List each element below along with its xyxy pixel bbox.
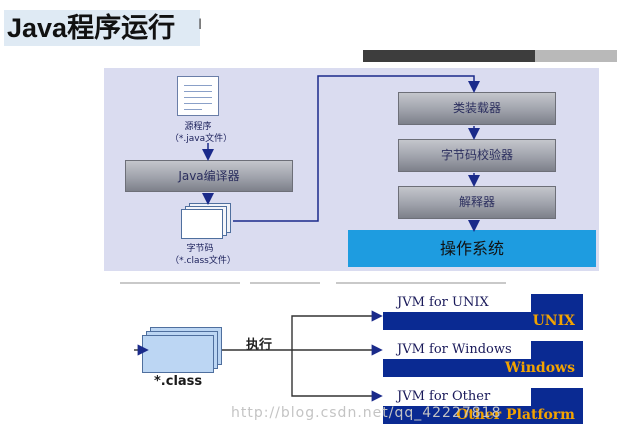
blurred-text-line (120, 282, 240, 284)
jvm-other-box: JVM for Other Other Platform (383, 388, 583, 424)
text-cursor-icon: I (198, 17, 203, 33)
source-file-label: 源程序 (184, 122, 212, 132)
blurred-text-line (336, 282, 506, 284)
bytecode-verifier-box: 字节码校验器 (398, 139, 556, 172)
branch-to-unix-arrow (291, 310, 383, 350)
platform-other-label: Other Platform (456, 407, 575, 423)
progress-bar-light (535, 50, 617, 62)
platform-unix-label: UNIX (532, 313, 575, 329)
progress-bar-dark (363, 50, 535, 62)
source-document-icon (177, 76, 219, 116)
jvm-unix-label: JVM for UNIX (383, 294, 531, 312)
watermark-text: http://blog.csdn.net/qq_42227818 (231, 405, 502, 421)
bytecode-ext: （*.class文件） (170, 256, 236, 266)
execute-label: 执行 (246, 338, 273, 353)
page-title: Java程序运行 (4, 10, 200, 46)
jvm-windows-label: JVM for Windows (383, 341, 531, 359)
compiler-box: Java编译器 (125, 160, 293, 192)
class-files-label: *.class (154, 374, 203, 389)
platform-windows-label: Windows (504, 360, 575, 376)
interpreter-box: 解释器 (398, 186, 556, 219)
jvm-windows-box: JVM for Windows Windows (383, 341, 583, 377)
jvm-other-label: JVM for Other (383, 388, 531, 406)
bytecode-to-jvm-arrow (233, 75, 480, 222)
branch-to-other-arrow (291, 350, 383, 402)
blurred-text-line (250, 282, 320, 284)
jvm-unix-box: JVM for UNIX UNIX (383, 294, 583, 330)
operating-system-box: 操作系统 (348, 230, 596, 267)
class-loader-box: 类装载器 (398, 92, 556, 125)
source-file-ext: （*.java文件） (169, 134, 233, 144)
bytecode-label: 字节码 (186, 244, 214, 254)
